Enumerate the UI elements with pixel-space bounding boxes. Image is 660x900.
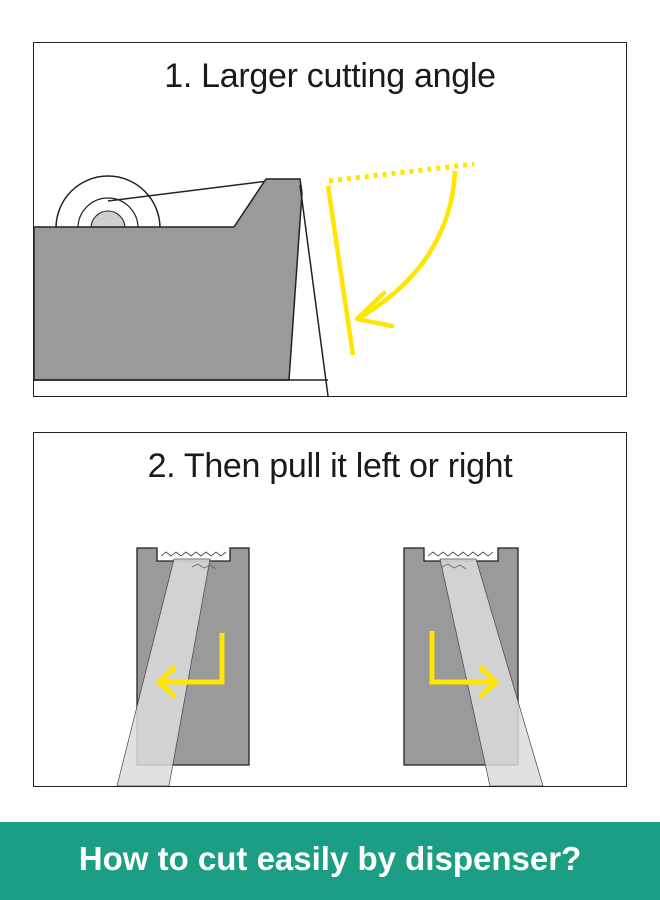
arrow-left-icon	[156, 633, 225, 699]
step-2-panel: 2. Then pull it left or right	[33, 432, 627, 787]
dispenser-right	[403, 547, 544, 786]
arrow-right-icon	[429, 631, 499, 699]
step-1-title: 1. Larger cutting angle	[164, 57, 496, 95]
tape-strip	[107, 180, 269, 202]
hanging-tape	[299, 184, 329, 396]
cutting-angle-illustration	[34, 161, 475, 396]
footer-title: How to cut easily by dispenser?	[78, 840, 582, 877]
step-1-panel: 1. Larger cutting angle	[33, 42, 627, 397]
step-2-title: 2. Then pull it left or right	[147, 447, 513, 485]
tape-roll	[55, 175, 161, 229]
pulled-tape	[325, 185, 356, 356]
pull-direction-illustration	[116, 547, 544, 786]
curved-arrow-icon	[354, 170, 458, 329]
footer-banner: How to cut easily by dispenser?	[0, 822, 660, 900]
dispenser-left	[116, 547, 250, 786]
dotted-path	[328, 161, 475, 184]
